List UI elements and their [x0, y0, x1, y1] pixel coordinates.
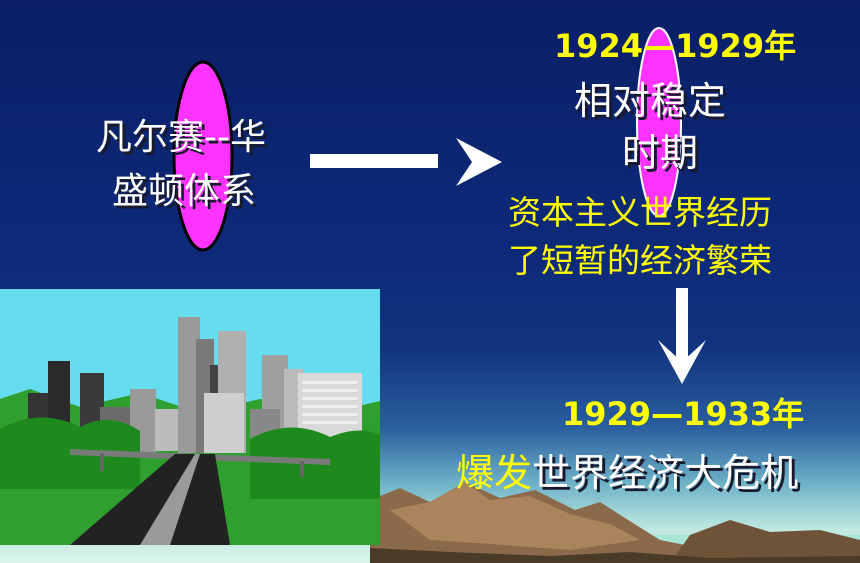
period1-desc-line-1: 资本主义世界经历 — [508, 193, 772, 232]
period1-years: 1924—1929年 — [554, 27, 797, 65]
city-illustration — [0, 289, 380, 545]
mountain-landscape — [370, 482, 860, 563]
topic-line-1: 凡尔赛--华 — [96, 117, 266, 158]
arrow-right-icon — [310, 138, 502, 186]
period2-event: 爆发世界经济大危机 — [456, 454, 798, 492]
period1-name-line-1: 相对稳定 — [574, 79, 727, 123]
oval-right — [636, 27, 682, 217]
topic-line-2: 盛顿体系 — [112, 171, 257, 212]
oval-left — [172, 60, 234, 252]
arrow-down-icon — [658, 288, 706, 384]
period2-years: 1929—1933年 — [562, 395, 805, 433]
period1-desc-line-2: 了短暂的经济繁荣 — [508, 241, 772, 280]
event-rest: 世界经济大危机 — [532, 451, 799, 495]
event-prefix: 爆发 — [456, 451, 533, 495]
period1-name-line-2: 时期 — [622, 131, 699, 175]
